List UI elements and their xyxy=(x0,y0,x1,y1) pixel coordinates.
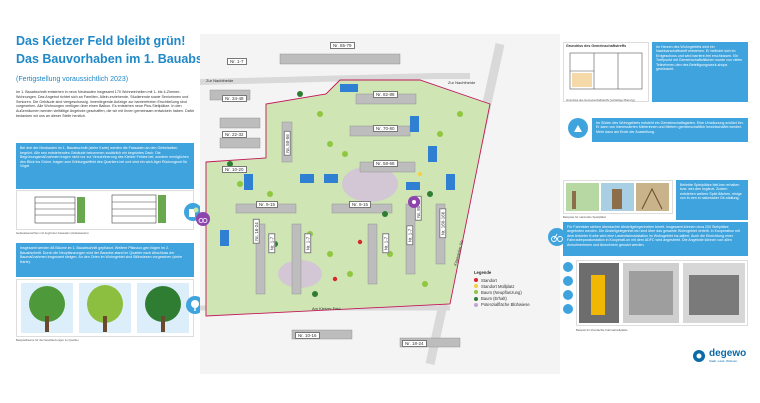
legend-label: Standort Müllplatz xyxy=(481,283,515,289)
floorplan-caption: Grundriss des Gemeinschaftstreffs (vorlä… xyxy=(566,98,635,102)
bike-parking-photo-strip xyxy=(579,263,745,323)
garden-info-box: Im Süden des Wohngebiets entsteht ein Ge… xyxy=(592,118,748,142)
building-label: Nr. 1-7 xyxy=(304,233,312,254)
facade-info-box: Bei drei der Neubauten im 1. Bauabschnit… xyxy=(16,143,194,189)
trees-photos xyxy=(16,279,194,337)
logo-name: degewo xyxy=(709,348,747,359)
building-label: Nr. 160-166 xyxy=(439,208,447,239)
community-info-box: Im Herzen des Wohngebiets wird ein Nachb… xyxy=(652,42,748,102)
building-label: Nr. 34-48 xyxy=(222,95,247,102)
playground-photos xyxy=(563,180,673,214)
cargo-bike-icon xyxy=(563,276,573,286)
legend-label: Baum (Neupflanzung) xyxy=(481,289,522,295)
building-label: Nr. 1-7 xyxy=(406,225,414,246)
legend-item: Baum (Neupflanzung) xyxy=(474,289,594,295)
map-legend: Legende Standort Standort Müllplatz Baum… xyxy=(474,270,594,308)
legend-item: Standort xyxy=(474,277,594,283)
page-title: Das Kietzer Feld bleibt grün! xyxy=(16,34,186,48)
completion-note: (Fertigstellung voraussichtlich 2023) xyxy=(16,76,129,83)
building-label: Nr. 82-88 xyxy=(373,91,398,98)
building-label: Nr. 16-24 xyxy=(252,219,260,244)
building-label: Nr. 22-32 xyxy=(222,131,247,138)
site-map xyxy=(200,34,560,374)
building-label: Nr. 10-20 xyxy=(222,166,247,173)
trees-info-box: Insgesamt werden 88 Bäume im 1. Bauabsch… xyxy=(16,243,194,277)
degewo-logo-icon xyxy=(693,349,705,362)
facade-caption: Gebäudeansichten mit begrünten Fassaden … xyxy=(16,231,89,235)
legend-label: Standort xyxy=(481,277,497,283)
play-area-icon xyxy=(408,196,420,208)
intro-text: Im 1. Bauabschnitt entstehen in neun Neu… xyxy=(16,90,195,118)
building-label: Nr. 1-7 xyxy=(382,233,390,254)
legend-item: Potenzialfläche Blühwiese xyxy=(474,302,594,308)
building-label: Nr. 9-15 xyxy=(349,201,372,208)
trees-caption: Beispielbäume für die Neupflanzungen im … xyxy=(16,338,79,342)
waste-site-marker-icon xyxy=(474,284,478,289)
legend-item: Baum (Erhalt) xyxy=(474,296,594,302)
playground-caption: Beispiele für naturnahe Spielplätze xyxy=(563,215,607,219)
road-label: Zur Nachtheide xyxy=(448,80,476,85)
legend-label: Potenzialfläche Blühwiese xyxy=(481,302,530,308)
playground-photo-strip xyxy=(566,183,669,211)
logo-tagline: Stadt. Land. Wohnen. xyxy=(709,359,738,363)
tree-icon xyxy=(186,296,204,314)
bike-parking-icon xyxy=(563,262,573,272)
community-floorplan: Grundriss des Gemeinschaftstreffs Grundr… xyxy=(563,42,649,102)
floorplan-title: Grundriss des Gemeinschaftstreffs xyxy=(566,44,627,48)
building-label: Nr. 70-80 xyxy=(373,125,398,132)
charging-icon xyxy=(563,304,573,314)
road-label: Zur Nachtheide xyxy=(206,78,234,83)
facade-drawings xyxy=(16,190,194,230)
degewo-logo: degewo Stadt. Land. Wohnen. xyxy=(692,348,746,363)
standort-marker-icon xyxy=(474,278,478,283)
bike-parking-photos xyxy=(576,260,748,326)
page-subtitle-line2: Das Bauvorhaben im 1. Bauabschnitt xyxy=(16,52,237,66)
building-label: Nr. 18-24 xyxy=(402,340,427,347)
trees-photo-strip xyxy=(21,283,189,333)
playground-info-box: Beliebte Spielplätze blei-ben erhalten b… xyxy=(676,180,748,220)
building-label: Nr. 50-56 xyxy=(283,131,291,156)
legend-item: Standort Müllplatz xyxy=(474,283,594,289)
bike-caption: Beispiel für überdachte Fahrradstellplät… xyxy=(576,328,628,332)
building-label: Nr. 1-7 xyxy=(268,233,276,254)
floorplan-drawing xyxy=(569,52,643,90)
garden-icon xyxy=(568,118,588,138)
building-label: Nr. 65-79 xyxy=(330,42,355,49)
building-label: Nr. 58-68 xyxy=(373,160,398,167)
road-label: Am Kietzer Feld xyxy=(312,306,341,311)
kept-tree-icon xyxy=(474,296,478,301)
bike-icon xyxy=(196,212,210,226)
bike-info-box: Für Fahrräder stehen überdachte Abstellg… xyxy=(563,222,748,256)
building-label: Nr. 10-16 xyxy=(295,332,320,339)
meadow-icon xyxy=(474,302,478,307)
repair-icon xyxy=(563,290,573,300)
legend-title: Legende xyxy=(474,270,492,275)
building-label: Nr. 1-7 xyxy=(227,58,247,65)
new-tree-icon xyxy=(474,290,478,295)
legend-label: Baum (Erhalt) xyxy=(481,296,507,302)
facade-drawing xyxy=(34,194,166,224)
bike-side-icons xyxy=(563,262,573,314)
building-label: Nr. 9-15 xyxy=(256,201,279,208)
bicycle-icon xyxy=(548,228,566,246)
